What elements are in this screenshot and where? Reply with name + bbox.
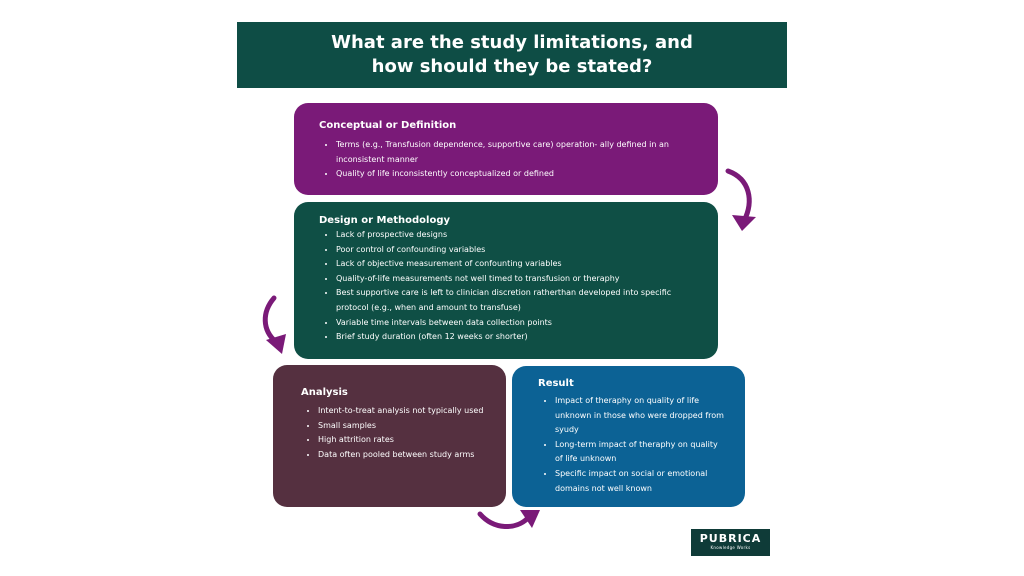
list-item: Quality-of-life measurements not well ti… bbox=[336, 272, 698, 287]
curved-arrow-right-icon bbox=[725, 168, 756, 231]
analysis-box: Analysis Intent-to-treat analysis not ty… bbox=[273, 365, 506, 507]
result-list: Impact of theraphy on quality of life un… bbox=[538, 394, 727, 496]
list-item: Intent-to-treat analysis not typically u… bbox=[318, 404, 486, 419]
list-item: Data often pooled between study arms bbox=[318, 448, 486, 463]
list-item: Small samples bbox=[318, 419, 486, 434]
list-item: High attrition rates bbox=[318, 433, 486, 448]
conceptual-heading: Conceptual or Definition bbox=[319, 120, 457, 131]
list-item: Lack of objective measurement of confoun… bbox=[336, 257, 698, 272]
list-item: Poor control of confounding variables bbox=[336, 243, 698, 258]
design-list: Lack of prospective designs Poor control… bbox=[319, 228, 698, 345]
curved-arrow-left-icon bbox=[262, 295, 286, 354]
design-box: Design or Methodology Lack of prospectiv… bbox=[294, 202, 718, 359]
list-item: Brief study duration (often 12 weeks or … bbox=[336, 330, 698, 345]
analysis-heading: Analysis bbox=[301, 387, 348, 398]
list-item: Variable time intervals between data col… bbox=[336, 316, 698, 331]
list-item: Long-term impact of theraphy on quality … bbox=[555, 438, 727, 467]
title-line-2: how should they be stated? bbox=[371, 56, 653, 77]
conceptual-box: Conceptual or Definition Terms (e.g., Tr… bbox=[294, 103, 718, 195]
conceptual-list: Terms (e.g., Transfusion dependence, sup… bbox=[319, 138, 698, 182]
analysis-list: Intent-to-treat analysis not typically u… bbox=[301, 404, 486, 462]
design-heading: Design or Methodology bbox=[319, 215, 451, 226]
list-item: Best supportive care is left to clinicia… bbox=[336, 286, 698, 315]
list-item: Specific impact on social or emotional d… bbox=[555, 467, 727, 496]
title-line-1: What are the study limitations, and bbox=[331, 32, 693, 53]
list-item: Impact of theraphy on quality of life un… bbox=[555, 394, 727, 438]
logo-name: PUBRICA bbox=[699, 532, 762, 545]
result-box: Result Impact of theraphy on quality of … bbox=[512, 366, 745, 507]
result-heading: Result bbox=[538, 378, 574, 389]
logo-tagline: Knowledge Works bbox=[710, 545, 751, 550]
list-item: Quality of life inconsistently conceptua… bbox=[336, 167, 698, 182]
list-item: Lack of prospective designs bbox=[336, 228, 698, 243]
list-item: Terms (e.g., Transfusion dependence, sup… bbox=[336, 138, 698, 167]
curved-arrow-bottom-icon bbox=[477, 510, 540, 529]
title-banner: What are the study limitations, and how … bbox=[237, 22, 787, 88]
pubrica-logo: PUBRICA Knowledge Works bbox=[691, 529, 770, 556]
